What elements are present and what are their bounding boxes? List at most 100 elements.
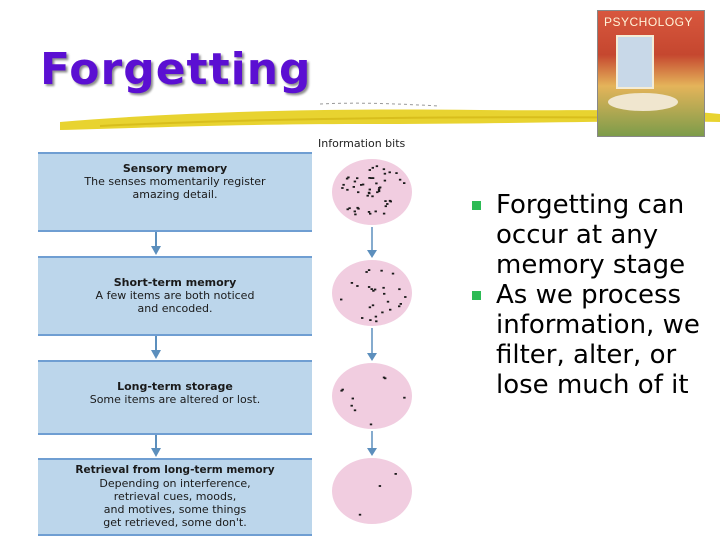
information-bit-dot — [369, 423, 373, 426]
information-bit-dot — [356, 285, 359, 287]
stage-name: Long-term storage — [117, 380, 233, 393]
information-bit-dot — [368, 169, 371, 171]
bullet-list: Forgetting can occur at any memory stage… — [470, 190, 718, 400]
stage-description: Depending on interference, retrieval cue… — [99, 477, 251, 529]
information-bit-dot — [375, 182, 378, 185]
square-bullet-icon — [472, 291, 481, 300]
information-bit-dot — [374, 210, 377, 213]
book-window-art — [616, 35, 654, 89]
information-bit-dot — [370, 288, 373, 290]
information-bits-diagram — [332, 159, 412, 524]
down-arrow-icon — [151, 336, 161, 360]
information-bit-dot — [382, 286, 385, 289]
arrow-head-icon — [367, 353, 377, 361]
information-bit-dot — [388, 171, 391, 174]
information-bits-circle — [332, 260, 412, 326]
information-bit-dot — [367, 211, 371, 213]
stage-name: Retrieval from long-term memory — [75, 464, 275, 476]
information-bit-dot — [383, 172, 387, 175]
information-bit-dot — [372, 289, 375, 292]
information-bit-dot — [368, 188, 371, 191]
information-bit-dot — [403, 396, 406, 399]
information-bits-circle — [332, 363, 412, 429]
information-bit-dot — [373, 288, 377, 291]
information-bit-dot — [399, 303, 402, 305]
information-bit-dot — [360, 184, 363, 186]
information-bit-dot — [353, 180, 357, 183]
information-bit-dot — [391, 272, 395, 275]
information-bit-dot — [354, 213, 357, 216]
stage-name: Short-term memory — [113, 276, 237, 289]
information-bit-dot — [357, 191, 360, 194]
information-bit-dot — [389, 308, 392, 311]
information-bit-dot — [386, 300, 390, 303]
information-bit-dot — [370, 177, 373, 179]
information-bit-dot — [350, 404, 353, 407]
information-bit-dot — [361, 183, 365, 186]
information-bit-dot — [346, 188, 349, 191]
stage-short-term-memory: Short-term memory A few items are both n… — [38, 256, 312, 336]
information-bit-dot — [356, 177, 359, 180]
information-bit-dot — [378, 485, 382, 487]
information-bit-dot — [375, 165, 379, 168]
textbook-cover-image: PSYCHOLOGY — [597, 10, 705, 137]
information-bit-dot — [404, 296, 407, 298]
information-bit-dot — [350, 282, 354, 284]
bullet-item: As we process information, we filter, al… — [470, 280, 718, 400]
stage-description: A few items are both noticed and encoded… — [95, 289, 255, 315]
arrow-head-icon — [367, 448, 377, 456]
information-bit-dot — [347, 176, 350, 179]
information-bit-dot — [367, 191, 371, 194]
information-bit-dot — [368, 177, 371, 179]
stage-name: Sensory memory — [122, 162, 228, 175]
information-bit-dot — [346, 208, 349, 211]
information-bit-dot — [371, 166, 374, 169]
book-title: PSYCHOLOGY — [604, 15, 694, 29]
information-bit-dot — [358, 513, 362, 516]
stage-long-term-storage: Long-term storage Some items are altered… — [38, 360, 312, 435]
information-bit-dot — [369, 319, 372, 321]
information-bit-dot — [395, 172, 398, 174]
information-bit-dot — [379, 186, 382, 189]
information-bit-dot — [368, 306, 372, 309]
information-bit-dot — [369, 212, 372, 215]
information-bit-dot — [356, 206, 359, 209]
information-bit-dot — [384, 205, 387, 208]
information-bit-dot — [374, 315, 378, 318]
information-bit-dot — [380, 269, 383, 272]
information-bit-dot — [383, 292, 386, 295]
information-bit-dot — [352, 186, 355, 188]
information-bit-dot — [383, 179, 387, 182]
information-bits-label: Information bits — [318, 137, 406, 150]
information-bit-dot — [340, 389, 343, 392]
information-bit-dot — [341, 187, 344, 189]
information-bit-dot — [403, 182, 406, 184]
square-bullet-icon — [472, 201, 481, 210]
information-bit-dot — [382, 212, 386, 215]
information-bit-dot — [340, 298, 343, 301]
information-bit-dot — [375, 320, 378, 323]
information-bit-dot — [366, 194, 369, 197]
information-bit-dot — [342, 183, 345, 186]
information-bit-dot — [394, 473, 397, 475]
information-bit-dot — [376, 191, 379, 194]
down-arrow-icon — [151, 232, 161, 256]
information-bit-dot — [398, 305, 401, 308]
stage-description: The senses momentarily register amazing … — [84, 175, 266, 201]
information-bit-dot — [371, 304, 375, 307]
information-bit-dot — [367, 269, 371, 271]
information-bit-dot — [398, 178, 402, 181]
stage-sensory-memory: Sensory memory The senses momentarily re… — [38, 152, 312, 232]
information-bit-dot — [357, 207, 360, 210]
information-bit-dot — [365, 271, 368, 273]
information-bit-dot — [377, 188, 381, 191]
information-bit-dot — [384, 377, 387, 380]
stage-retrieval: Retrieval from long-term memory Dependin… — [38, 458, 312, 536]
information-bit-dot — [361, 317, 364, 319]
bullet-text: Forgetting can occur at any memory stage — [496, 190, 686, 280]
information-bit-dot — [386, 203, 389, 205]
information-bit-dot — [367, 286, 371, 288]
information-bit-dot — [371, 195, 374, 198]
information-bit-dot — [398, 288, 401, 291]
information-bits-circle — [332, 458, 412, 524]
